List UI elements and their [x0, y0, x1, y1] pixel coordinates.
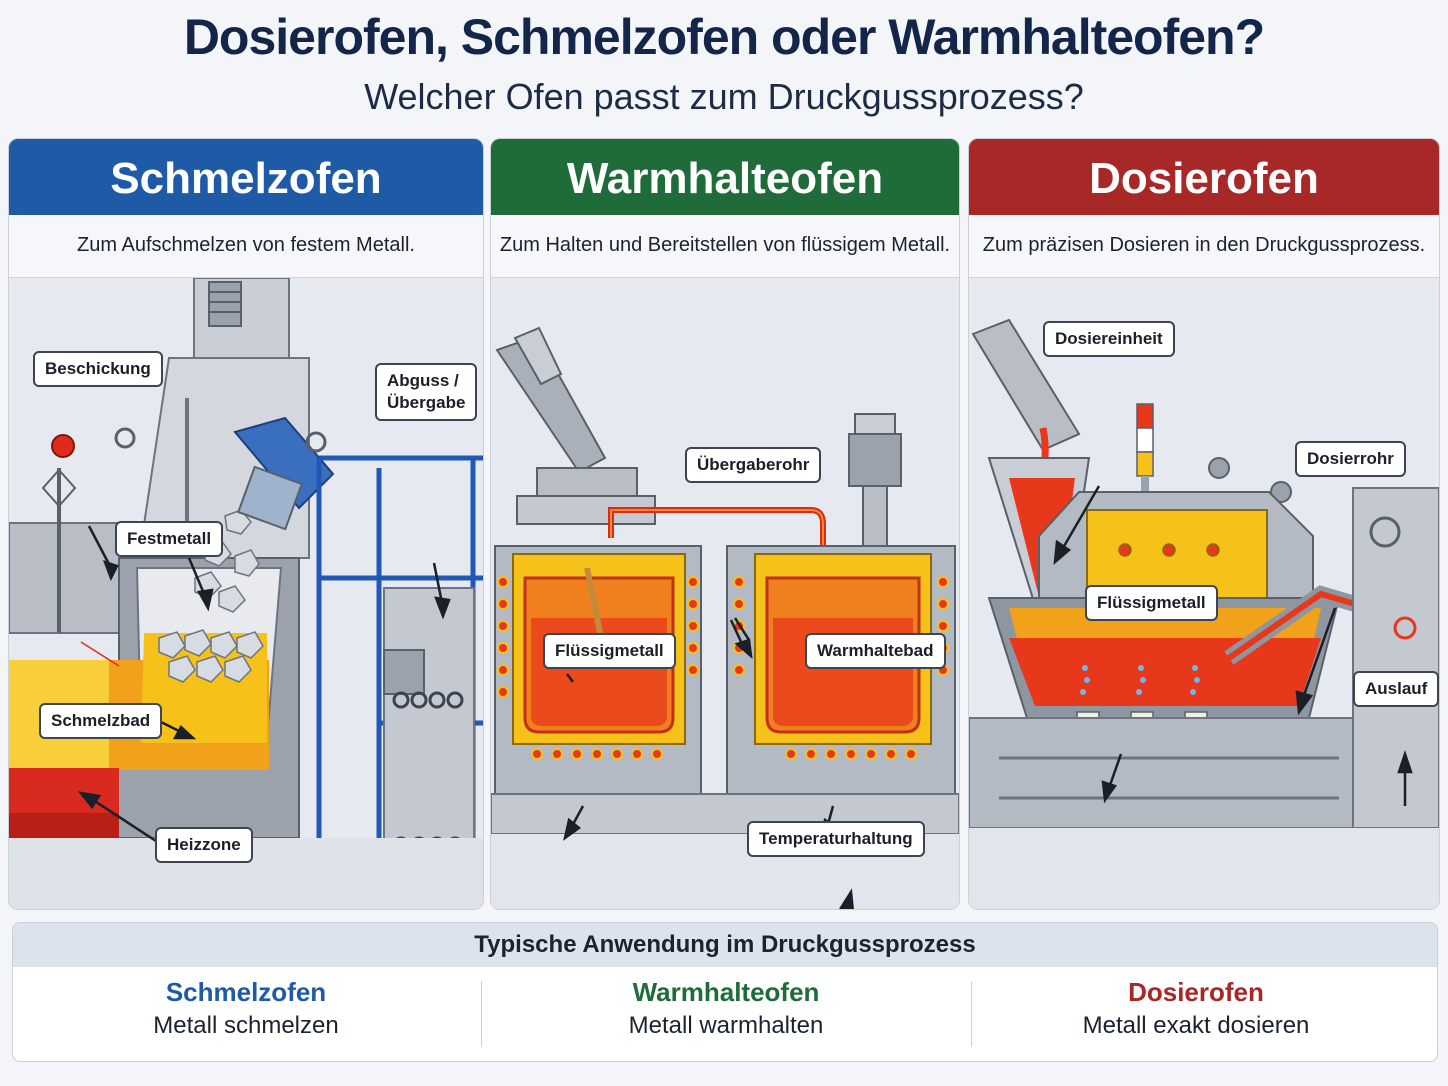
summary-item-text: Metall warmhalten [628, 1012, 824, 1039]
panel-dosierofen: Dosierofen Zum präzisen Dosieren in den … [968, 138, 1440, 910]
panel-description: Zum präzisen Dosieren in den Druckgusspr… [969, 215, 1439, 278]
summary-item-warmhalteofen: Warmhalteofen Metall warmhalten [493, 975, 959, 1043]
callout-dosierrohr: Dosierrohr [1295, 441, 1406, 477]
callout-warmhaltebad: Warmhaltebad [805, 633, 946, 669]
panel-title: Schmelzofen [9, 139, 483, 215]
summary-item-name: Dosierofen [1128, 977, 1264, 1007]
summary-box: Typische Anwendung im Druckgussprozess S… [12, 922, 1438, 1062]
summary-item-name: Schmelzofen [165, 977, 327, 1007]
panel-description: Zum Halten und Bereitstellen von flüssig… [491, 215, 959, 278]
panel-description: Zum Aufschmelzen von festem Metall. [9, 215, 483, 278]
panel-title: Warmhalteofen [491, 139, 959, 215]
divider [971, 981, 972, 1047]
callout-auslauf: Auslauf [1353, 671, 1439, 707]
panel-warmhalteofen: Warmhalteofen Zum Halten und Bereitstell… [490, 138, 960, 910]
callout-fluessigmetall: Flüssigmetall [1085, 585, 1218, 621]
callout-festmetall: Festmetall [115, 521, 224, 557]
divider [481, 981, 482, 1047]
melting-furnace-illustration [9, 278, 483, 909]
callout-abguss: Abguss / Übergabe [375, 363, 478, 421]
holding-furnace-illustration [491, 278, 959, 909]
summary-item-text: Metall schmelzen [153, 1012, 339, 1039]
callout-temperaturhaltung: Temperaturhaltung [747, 821, 925, 857]
callout-fluessigmetall: Flüssigmetall [543, 633, 676, 669]
dosing-furnace-illustration [969, 278, 1439, 909]
summary-item-dosierofen: Dosierofen Metall exakt dosieren [963, 975, 1429, 1043]
summary-item-name: Warmhalteofen [632, 977, 820, 1007]
callout-schmelzbad: Schmelzbad [39, 703, 163, 739]
page-title: Dosierofen, Schmelzofen oder Warmhalteof… [183, 9, 1265, 65]
page-subtitle: Welcher Ofen passt zum Druckgussprozess? [364, 76, 1084, 117]
callout-uebergaberohr: Übergaberohr [685, 447, 822, 483]
summary-item-schmelzofen: Schmelzofen Metall schmelzen [13, 975, 479, 1043]
panel-title: Dosierofen [969, 139, 1439, 215]
summary-item-text: Metall exakt dosieren [1082, 1012, 1310, 1039]
callout-dosiereinheit: Dosiereinheit [1043, 321, 1175, 357]
panel-schmelzofen: Schmelzofen Zum Aufschmelzen von festem … [8, 138, 484, 910]
callout-beschickung: Beschickung [33, 351, 163, 387]
summary-heading: Typische Anwendung im Druckgussprozess [13, 923, 1437, 967]
callout-heizzone: Heizzone [155, 827, 253, 863]
